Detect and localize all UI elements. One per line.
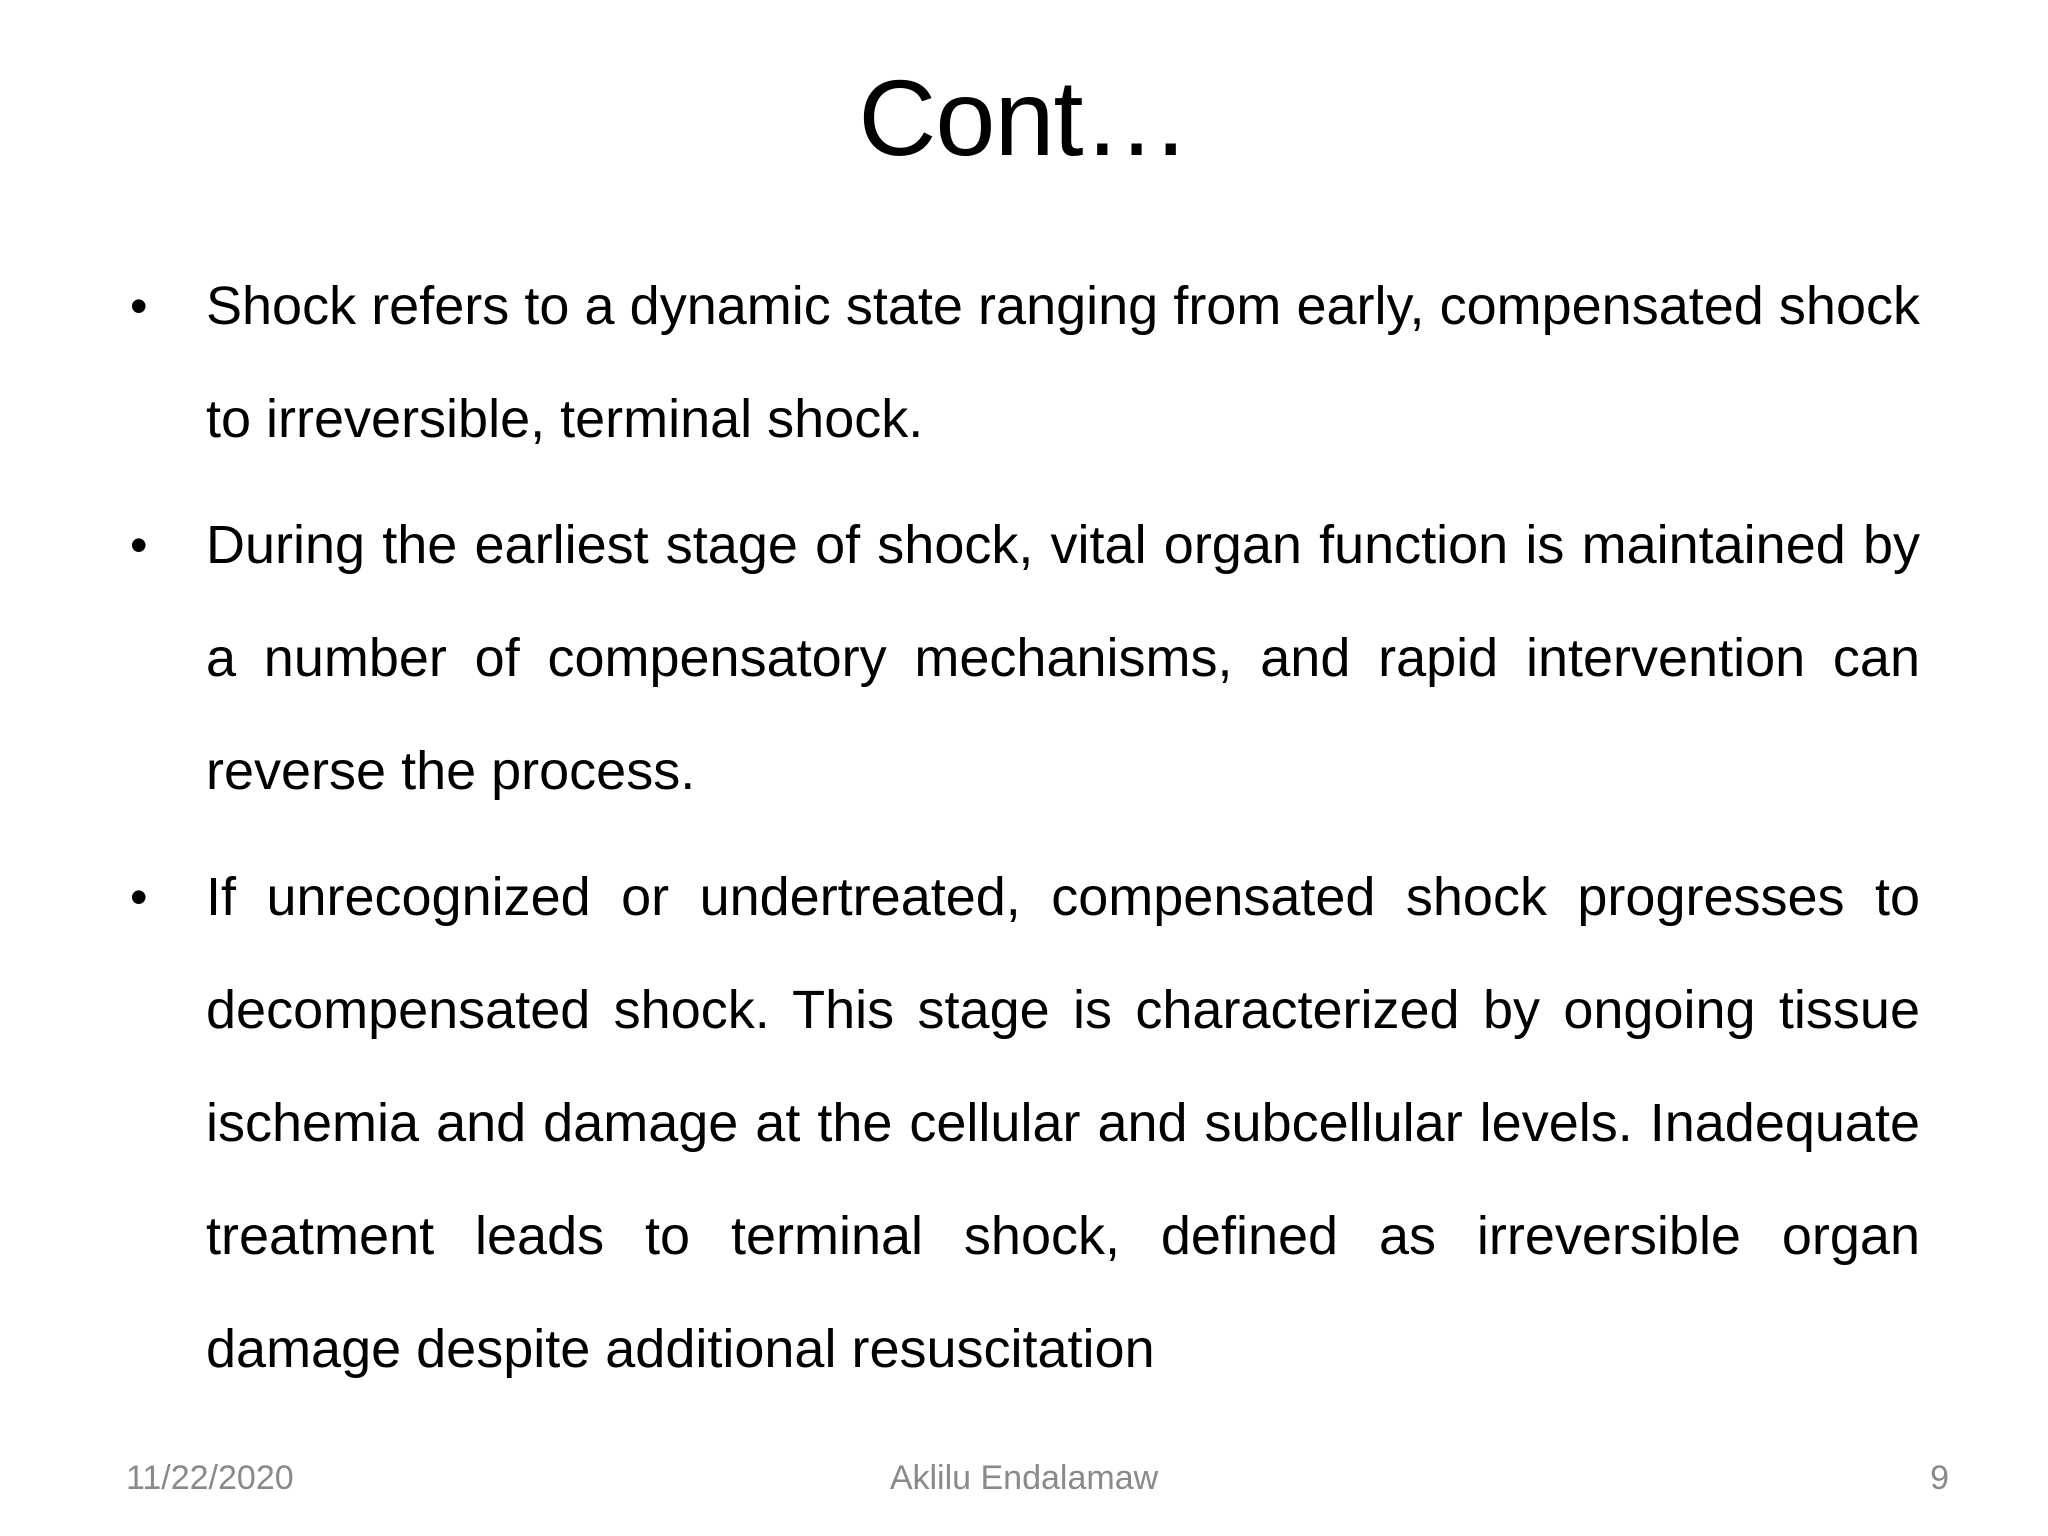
bullet-item-2: • During the earliest stage of shock, vi… xyxy=(128,489,1920,828)
bullet-list: • Shock refers to a dynamic state rangin… xyxy=(128,250,1920,1419)
bullet-text-1: Shock refers to a dynamic state ranging … xyxy=(206,276,1920,449)
bullet-text-3: If unrecognized or undertreated, compens… xyxy=(206,867,1920,1379)
footer-date: 11/22/2020 xyxy=(126,1459,294,1497)
bullet-icon: • xyxy=(130,278,148,334)
bullet-icon: • xyxy=(130,517,148,573)
footer-author: Aklilu Endalamaw xyxy=(889,1459,1159,1497)
bullet-text-2: During the earliest stage of shock, vita… xyxy=(206,515,1920,801)
bullet-item-3: • If unrecognized or undertreated, compe… xyxy=(128,841,1920,1406)
footer-page-number: 9 xyxy=(1930,1459,1949,1497)
slide-title: Cont… xyxy=(858,57,1190,178)
bullet-icon: • xyxy=(130,869,148,925)
bullet-item-1: • Shock refers to a dynamic state rangin… xyxy=(128,250,1920,476)
slide-footer: 11/22/2020 Aklilu Endalamaw 9 xyxy=(0,1456,2048,1498)
